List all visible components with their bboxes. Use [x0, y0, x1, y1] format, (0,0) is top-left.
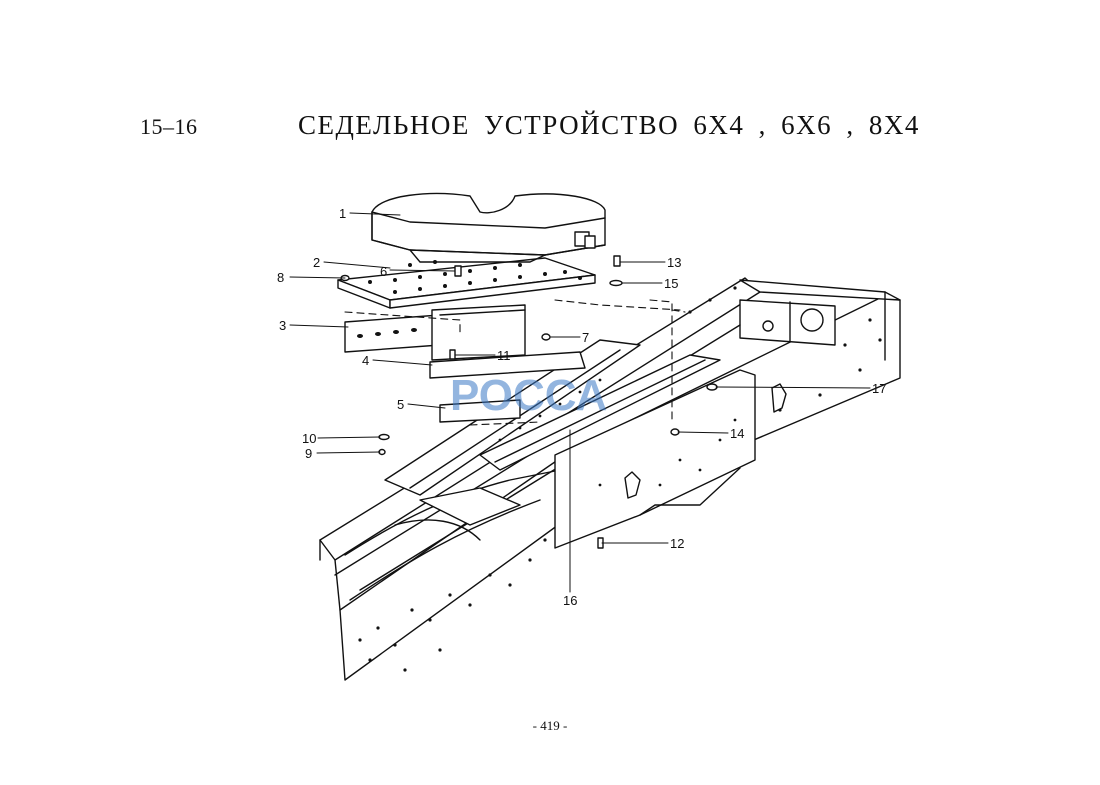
callout-10: 10	[302, 431, 316, 446]
section-number: 15–16	[140, 114, 198, 139]
part-1-fifth-wheel-plate	[371, 192, 606, 263]
part-3-angle-bracket	[344, 304, 526, 361]
callout-7: 7	[582, 330, 589, 345]
part-4-bracket	[429, 351, 586, 379]
callout-11: 11	[497, 348, 511, 363]
callout-9: 9	[305, 446, 312, 461]
part-5-strip	[439, 399, 521, 423]
callout-3: 3	[279, 318, 286, 333]
page-title: СЕДЕЛЬНОЕ УСТРОЙСТВО 6X4 , 6X6 , 8X4	[298, 110, 920, 140]
watermark-text: РОССА	[450, 371, 607, 420]
callout-8: 8	[277, 270, 284, 285]
side-mounting-plate	[554, 369, 787, 549]
callout-6: 6	[380, 264, 387, 279]
callout-12: 12	[670, 536, 684, 551]
assembly-lines	[344, 299, 686, 426]
fasteners	[340, 255, 718, 549]
callout-labels: 1 2 3 4 5 6 7 8 9 10 11 12 13 14 15 16 1…	[277, 206, 886, 608]
callout-1: 1	[339, 206, 346, 221]
part-2-mounting-plate	[337, 257, 596, 309]
callout-4: 4	[362, 353, 369, 368]
callout-5: 5	[397, 397, 404, 412]
callout-13: 13	[667, 255, 681, 270]
callout-17: 17	[872, 381, 886, 396]
callout-15: 15	[664, 276, 678, 291]
page-number: - 419 -	[532, 718, 568, 733]
leader-lines	[289, 212, 871, 593]
callout-16: 16	[563, 593, 577, 608]
callout-14: 14	[730, 426, 744, 441]
callout-2: 2	[313, 255, 320, 270]
